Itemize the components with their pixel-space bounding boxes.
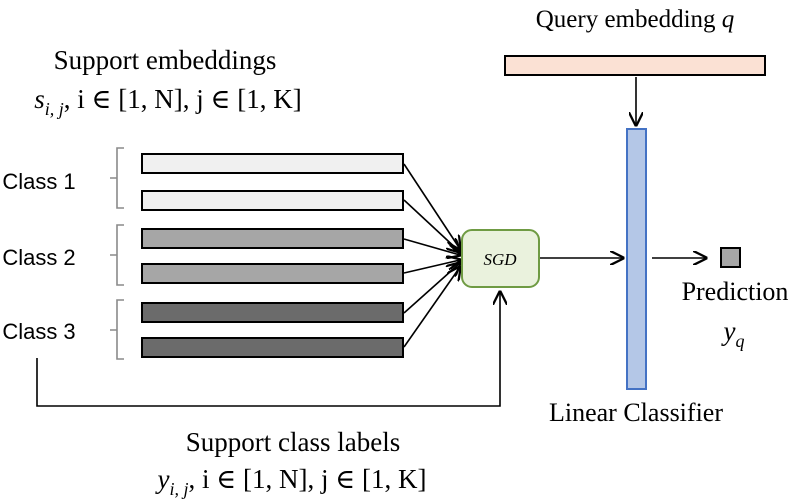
sgd-box: [461, 229, 540, 288]
class-2-brace: [110, 224, 124, 286]
class-1-embedding-bar: [141, 153, 404, 174]
classifier-label: Linear Classifier: [549, 398, 723, 427]
prediction-label: Prediction: [682, 277, 789, 306]
class-3-label: Class 3: [2, 319, 75, 344]
embedding-arrow: [403, 163, 460, 249]
query-embedding-bar: [504, 55, 766, 76]
embedding-arrow: [403, 199, 460, 252]
linear-classifier-bar: [626, 128, 647, 390]
support-formula: si, j, i ∈ [1, N], j ∈ [1, K]: [34, 84, 301, 119]
class-3-embedding-bar: [141, 337, 404, 358]
class-1-embedding-bar: [141, 190, 404, 211]
class-1-brace: [110, 147, 124, 209]
embedding-arrow: [403, 238, 460, 255]
labels-formula: yi, j, i ∈ [1, N], j ∈ [1, K]: [155, 464, 427, 499]
support-title: Support embeddings: [54, 45, 277, 75]
class-2-embedding-bar: [141, 228, 404, 249]
class-2-embedding-bar: [141, 263, 404, 284]
sgd-label: SGD: [483, 250, 517, 269]
class-3-embedding-bar: [141, 302, 404, 323]
class-1-label: Class 1: [2, 169, 75, 194]
class-3-brace: [110, 299, 124, 360]
labels-to-sgd-arrow: [36, 292, 500, 407]
prediction-symbol: yq: [721, 316, 745, 351]
class-2-label: Class 2: [2, 245, 75, 270]
prediction-square: [720, 247, 741, 268]
query-label: Query embedding q: [536, 6, 735, 33]
embedding-arrow: [403, 267, 460, 348]
labels-title: Support class labels: [186, 427, 400, 457]
